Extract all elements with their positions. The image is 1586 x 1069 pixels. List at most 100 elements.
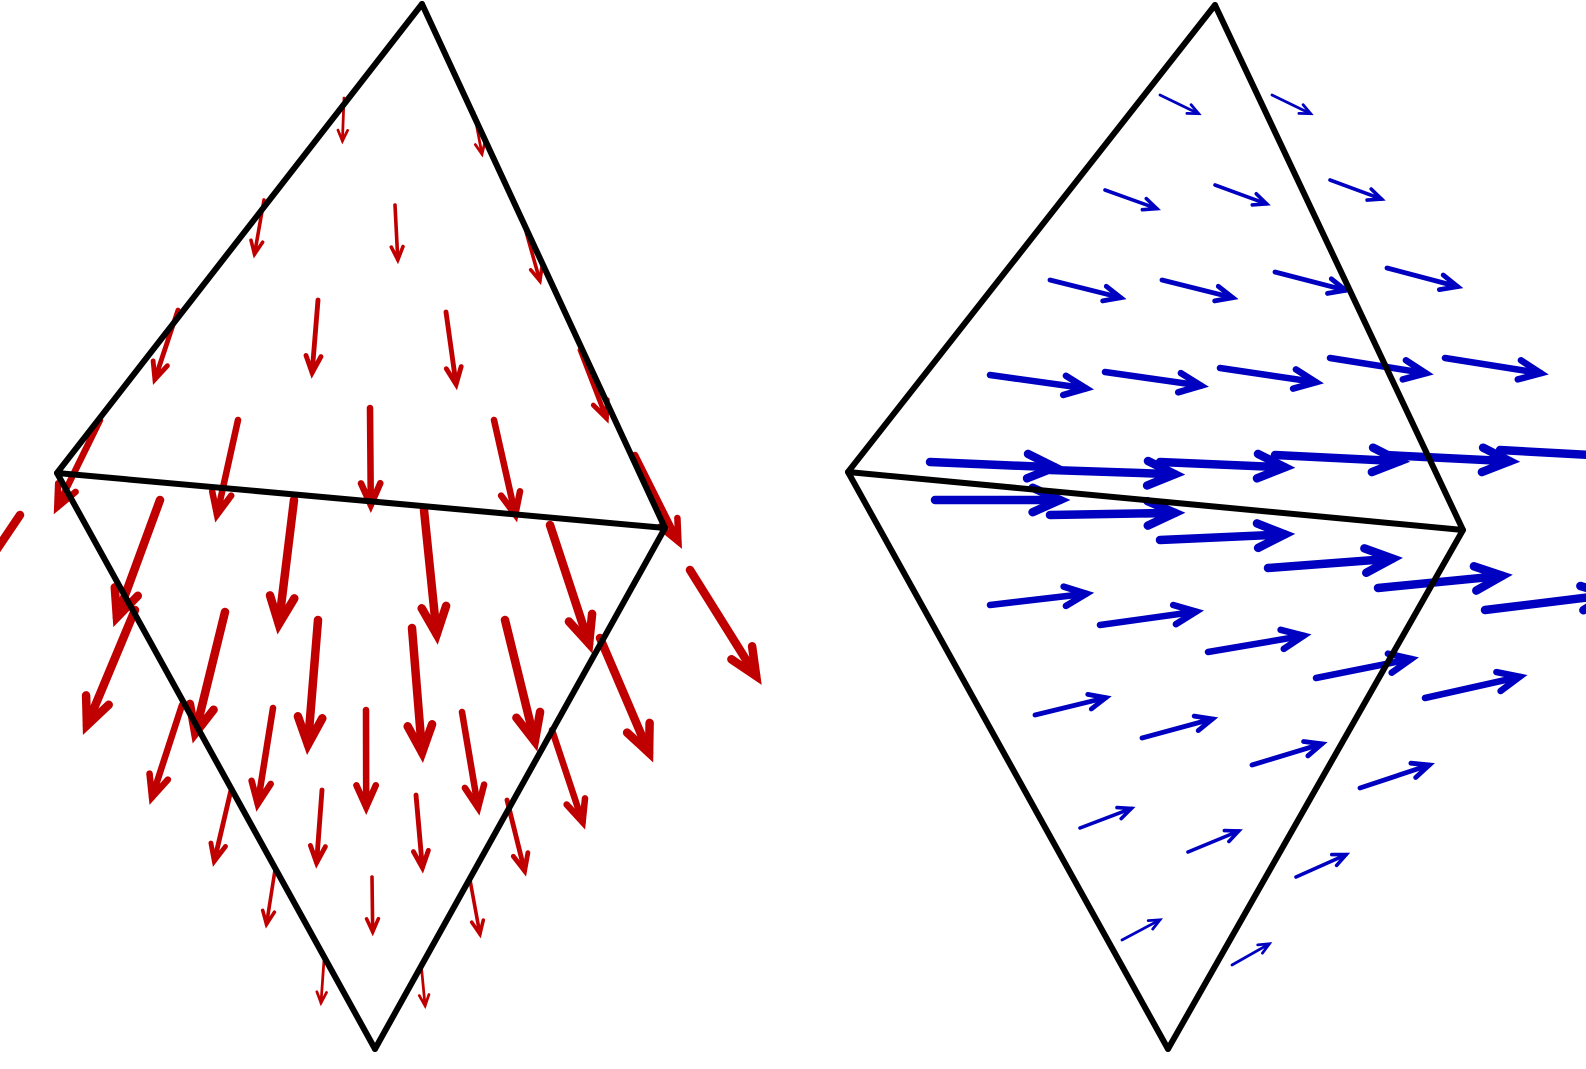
arrow-head [146,770,172,805]
arrow-head [1222,828,1243,844]
red-panel-edge-layer [54,1,668,1052]
arrow-head [248,777,274,812]
field-arrow [1263,544,1403,578]
field-arrow [443,309,464,391]
arrow-head [469,918,486,939]
arrow-head [1277,626,1312,653]
arrow-shaft [1204,632,1307,656]
field-arrow [1045,496,1186,530]
arrow-shaft [1216,364,1320,386]
arrow-shaft [1384,265,1461,290]
field-arrow [1380,443,1521,477]
arrow-shaft [1120,918,1162,942]
arrow-shaft [1270,93,1313,116]
arrow-shaft [1326,354,1430,377]
arrow-shaft [366,404,375,509]
field-arrow [265,495,299,635]
field-arrow [1078,805,1136,830]
arrow-shaft [254,704,277,808]
field-arrow [410,792,431,874]
field-arrow [685,565,762,685]
arrow-shaft [986,590,1090,609]
arrow-shaft [1357,762,1432,791]
field-arrow [500,615,545,752]
arrow-head [563,795,589,830]
arrow-head [1185,103,1202,116]
arrow-shaft [1045,508,1180,520]
arrow-shaft [631,451,682,545]
field-arrow [389,203,405,265]
field-arrow [353,706,380,816]
arrow-head [1399,357,1434,383]
field-arrow [364,875,381,937]
arrow-shaft [1263,554,1397,573]
field-arrow [81,605,140,736]
arrow-head [265,591,299,635]
arrow-shaft [1312,655,1415,682]
field-arrow [208,787,234,867]
panel-edge [1212,2,1466,533]
arrow-shaft [1495,445,1586,460]
arrow-shaft [407,623,427,757]
field-arrow [1159,277,1239,304]
arrow-shaft [1101,368,1205,389]
field-arrow [1155,519,1296,553]
arrow-shaft [1441,354,1545,377]
arrow-head [510,850,531,877]
field-arrow [1216,364,1324,392]
field-arrow [307,787,328,869]
field-arrow [1047,277,1127,304]
panel-edge [54,1,425,476]
arrow-shaft [1186,829,1241,854]
arrow-head [208,488,235,523]
field-arrow [417,505,451,645]
arrow-head [260,908,277,929]
field-arrow [1213,183,1271,207]
panel-edge [845,469,1466,533]
field-arrow [1373,562,1513,595]
arrow-head [1297,103,1314,116]
arrow-head [150,358,170,385]
field-arrow [403,623,437,763]
arrow-shaft [1272,269,1349,293]
arrow-head [1330,852,1351,868]
red-vector-field-panel [0,1,762,1052]
panel-edge [54,470,668,531]
arrow-shaft [458,708,482,811]
arrow-shaft [925,457,1060,472]
arrow-shaft [1421,673,1523,702]
arrow-head [1100,283,1127,304]
arrow-shaft [1159,277,1236,301]
field-arrow [303,297,324,379]
field-arrow [986,583,1095,610]
field-arrow [1096,601,1205,629]
arrow-head [1146,918,1163,931]
field-arrow [293,615,327,755]
arrow-head [1360,544,1403,578]
arrow-shaft [1078,806,1134,830]
arrow-head [403,720,437,763]
arrow-shaft [314,787,325,866]
field-arrow [0,510,25,553]
arrow-shaft [548,726,586,826]
arrow-head [364,916,381,937]
panel-edge [419,1,668,531]
arrow-head [1085,691,1112,712]
arrow-shaft [545,520,594,648]
field-arrow [1032,691,1112,718]
arrow-shaft [264,868,277,927]
arrow-shaft [595,633,654,758]
arrow-head [1059,372,1095,399]
arrow-head [1514,357,1549,383]
arrow-head [389,244,405,265]
blue-vector-field-panel [845,2,1586,1052]
arrow-head [461,781,488,816]
arrow-head [1060,583,1095,610]
arrow-head [1140,196,1161,212]
field-arrow [1294,852,1351,879]
arrow-head [1408,760,1435,780]
arrow-shaft [500,615,540,746]
arrow-shaft [986,371,1090,392]
arrow-head [353,782,380,816]
